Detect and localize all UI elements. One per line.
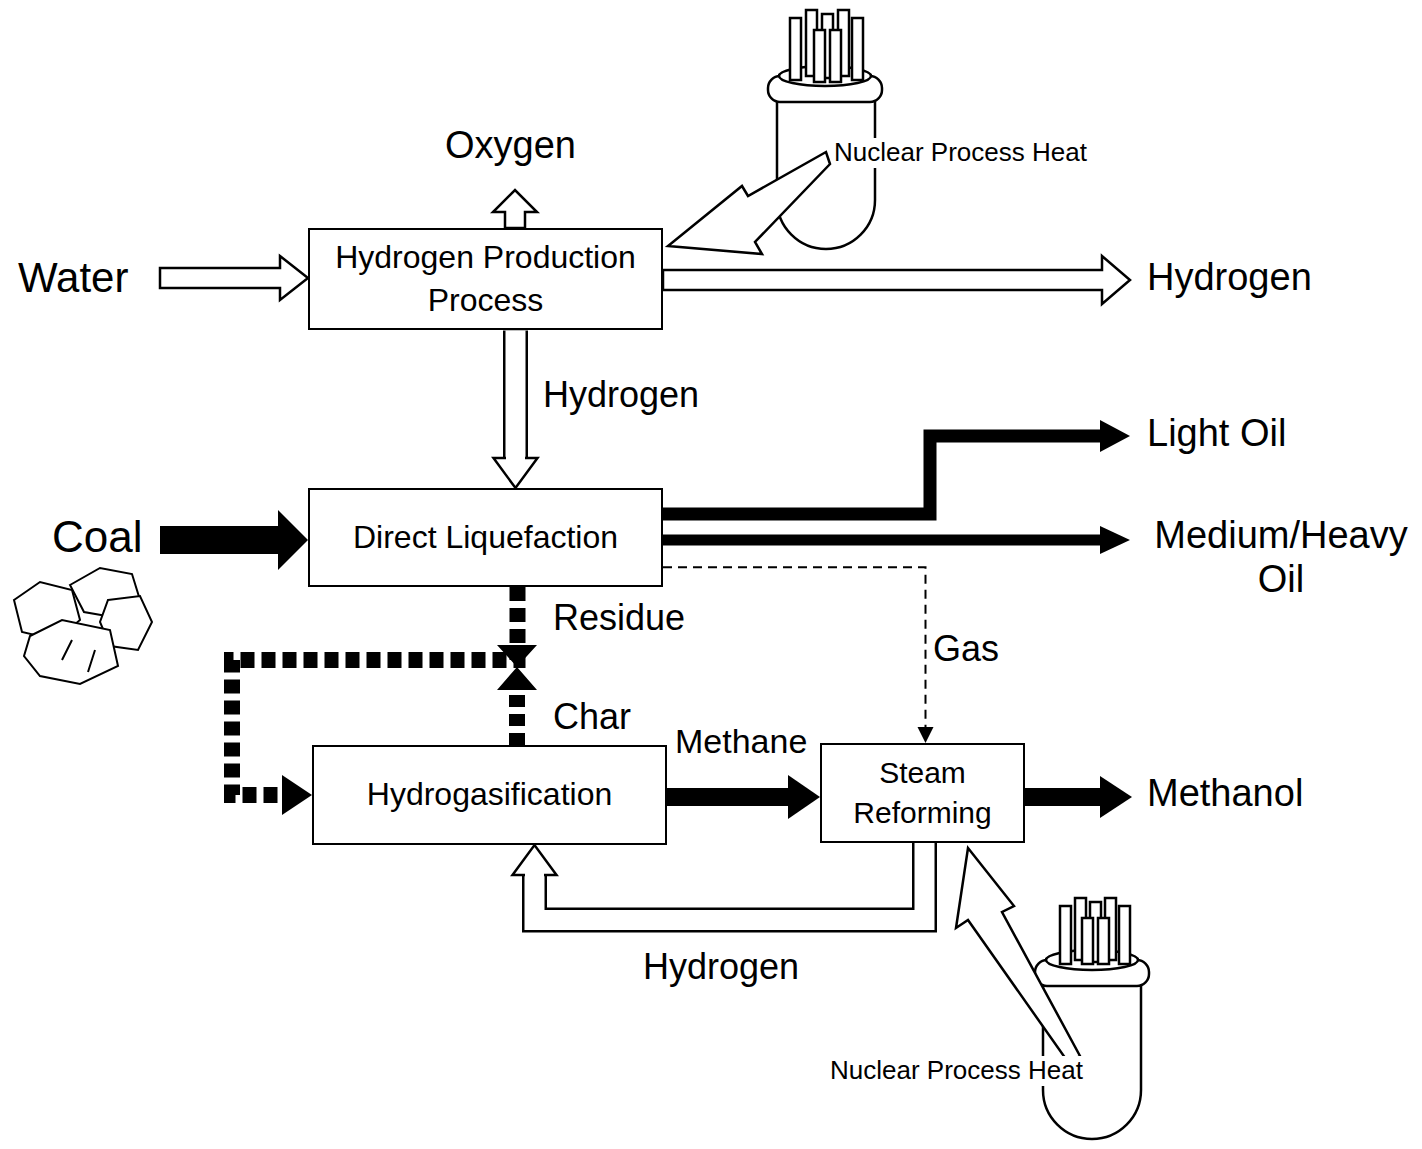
flow-label: Medium/Heavy Oil: [1145, 514, 1417, 601]
heat-arrow: [956, 848, 1080, 1062]
flow-label: Hydrogen: [1147, 256, 1312, 300]
connector-fill: [506, 330, 526, 461]
arrow-head: [918, 727, 934, 743]
process-box: Hydrogasification: [312, 745, 667, 845]
flow-label: Water: [18, 254, 128, 302]
edge-label: Residue: [550, 597, 688, 638]
box-label: Hydrogasification: [367, 773, 612, 816]
edge-label: Hydrogen: [540, 374, 702, 415]
arrow-head: [282, 775, 312, 815]
flow-connector: [513, 843, 925, 920]
flow-label: Coal: [52, 512, 143, 563]
char-line: [509, 690, 525, 745]
flow-label: Nuclear Process Heat: [832, 138, 1089, 168]
flow-arrow: [493, 190, 537, 228]
connector-line: [663, 567, 926, 729]
flow-label: Oxygen: [445, 124, 576, 168]
connector-outline: [535, 843, 925, 920]
box-label: Steam Reforming: [832, 753, 1013, 834]
heat-arrow: [668, 152, 830, 254]
coal-lumps: [14, 568, 152, 684]
connector-fill: [535, 843, 925, 920]
process-box: Hydrogen Production Process: [308, 228, 663, 330]
flow-arrow: [663, 256, 1130, 304]
edge-label: Gas: [930, 628, 1002, 669]
flow-label: Light Oil: [1147, 412, 1286, 456]
box-label: Hydrogen Production Process: [320, 236, 651, 322]
flow-line: [1025, 788, 1104, 806]
flow-line: [663, 535, 1104, 546]
process-box: Direct Liquefaction: [308, 488, 663, 587]
flow-connector: [494, 330, 538, 488]
flow-connector: [667, 775, 820, 819]
process-box: Steam Reforming: [820, 743, 1025, 843]
connector-line: [667, 788, 790, 806]
flow-arrow: [160, 256, 308, 300]
edge-label: Methane: [672, 722, 810, 761]
flow-line: [663, 436, 1104, 514]
connector-fill: [506, 456, 525, 461]
edge-label: Hydrogen: [640, 946, 802, 987]
connector-fill: [525, 873, 544, 878]
arrow-head: [788, 775, 820, 819]
arrow-head: [1100, 420, 1130, 452]
reactor-vessel: [768, 10, 882, 249]
flow-connector: [663, 567, 934, 743]
arrow-head: [1100, 776, 1132, 818]
flow-label: Nuclear Process Heat: [828, 1056, 1085, 1086]
arrow-head: [494, 458, 538, 488]
arrow-head: [1100, 526, 1130, 554]
flow-arrow: [160, 510, 308, 570]
box-label: Direct Liquefaction: [353, 516, 618, 559]
flow-label: Char: [553, 696, 631, 737]
arrow-head: [513, 845, 557, 875]
flow-label: Methanol: [1147, 772, 1303, 816]
